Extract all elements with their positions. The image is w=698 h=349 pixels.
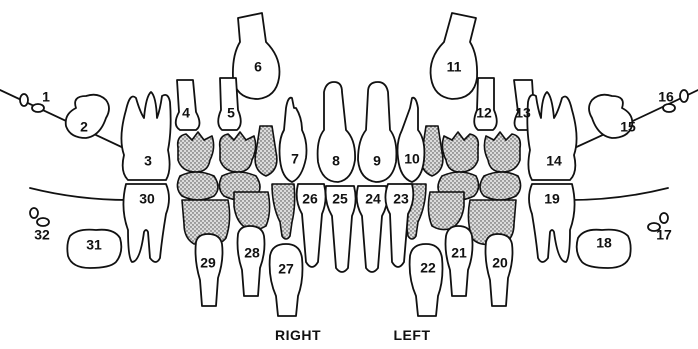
primary-molar-upper-left-2 [442,132,478,172]
tooth-number-20: 20 [492,255,508,271]
tooth-number-14: 14 [546,153,562,169]
tooth-22 [410,244,443,316]
tooth-number-10: 10 [404,151,420,167]
primary-molar-lower-right-3 [272,184,295,239]
tooth-10 [398,98,425,182]
primary-molar-lower-left-2 [428,192,464,230]
tooth-number-19: 19 [544,191,560,207]
tooth-number-17: 17 [656,227,672,243]
tooth-number-4: 4 [182,105,190,121]
tooth-number-27: 27 [278,261,294,277]
tooth-number-16: 16 [658,89,674,105]
tooth-number-24: 24 [365,191,381,207]
tooth-number-22: 22 [420,260,436,276]
primary-molar-upper-right-1 [178,132,214,172]
primary-molar-middle-left-1 [480,172,521,200]
tooth-number-26: 26 [302,191,318,207]
tooth-28 [238,226,265,296]
tooth-number-25: 25 [332,191,348,207]
left-side-label: LEFT [394,327,431,343]
tooth-bud-16b [663,104,675,112]
primary-molar-upper-right-2 [220,132,256,172]
tooth-bud-1a [20,94,28,106]
tooth-number-28: 28 [244,245,260,261]
tooth-number-15: 15 [620,119,636,135]
tooth-number-32: 32 [34,227,50,243]
primary-molar-upper-right-3 [255,126,277,176]
tooth-number-11: 11 [447,59,462,75]
lower-jaw-line [30,188,128,200]
tooth-6 [233,13,280,99]
tooth-bud-16a [680,90,688,102]
tooth-number-7: 7 [291,151,299,167]
tooth-number-18: 18 [596,235,612,251]
tooth-7 [280,98,307,182]
tooth-bud-32a [30,208,38,218]
tooth-bud-1b [32,104,44,112]
primary-molar-lower-right-2 [234,192,270,230]
primary-molar-middle-right-1 [177,172,218,200]
lower-jaw-line [570,188,668,200]
tooth-number-5: 5 [227,105,235,121]
tooth-21 [446,226,473,296]
tooth-27 [270,244,303,316]
tooth-number-1: 1 [42,89,50,105]
tooth-number-23: 23 [393,191,409,207]
tooth-number-3: 3 [144,153,152,169]
tooth-11 [431,13,478,99]
tooth-number-6: 6 [254,59,262,75]
tooth-number-8: 8 [332,153,340,169]
tooth-number-21: 21 [451,245,467,261]
tooth-number-30: 30 [139,191,155,207]
tooth-number-13: 13 [515,105,531,121]
tooth-bud-17a [660,213,668,223]
tooth-number-9: 9 [373,153,381,169]
primary-molar-upper-left-1 [484,132,520,172]
tooth-number-29: 29 [200,255,216,271]
tooth-bud-32b [37,218,49,226]
tooth-number-2: 2 [80,119,88,135]
tooth-number-31: 31 [86,237,102,253]
tooth-number-12: 12 [476,105,492,121]
right-side-label: RIGHT [275,327,321,343]
